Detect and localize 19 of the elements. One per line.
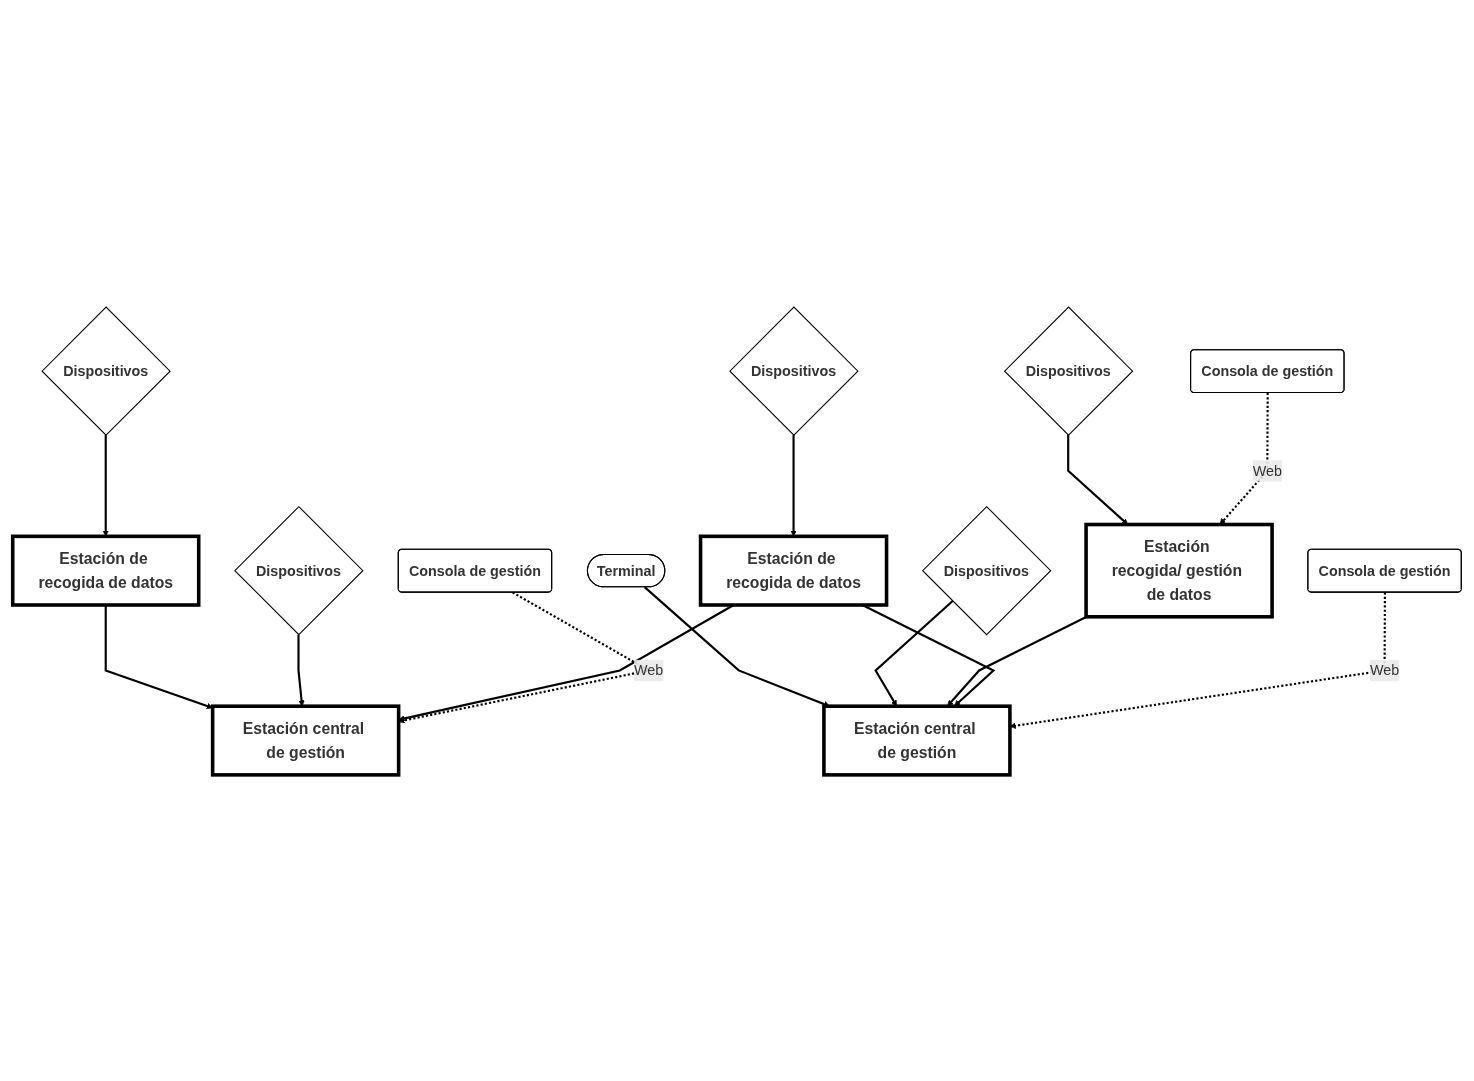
node-diamond: Dispositivos bbox=[234, 505, 364, 635]
node-box: Estación central de gestión bbox=[822, 703, 1012, 777]
arrow bbox=[1067, 434, 1129, 525]
node-box: Estación central de gestión bbox=[210, 703, 401, 777]
arrow bbox=[297, 634, 305, 706]
arrow bbox=[874, 599, 954, 706]
node-box: Estación de recogida de datos bbox=[698, 534, 889, 607]
edge-label: Web bbox=[1369, 662, 1400, 678]
node-box: Estación recogida/ gestión de datos bbox=[1084, 522, 1274, 619]
edge-label: Web bbox=[1252, 462, 1282, 479]
arrow bbox=[104, 604, 213, 709]
edge-label: Web bbox=[634, 662, 664, 678]
node-diamond: Dispositivos bbox=[41, 305, 171, 436]
node-diamond: Dispositivos bbox=[729, 305, 859, 436]
node-box: Estación de recogida de datos bbox=[10, 534, 201, 607]
arrow bbox=[643, 585, 830, 707]
node-diamond: Dispositivos bbox=[921, 505, 1052, 635]
node-diamond: Dispositivos bbox=[1003, 305, 1134, 436]
arrow bbox=[1219, 392, 1269, 525]
